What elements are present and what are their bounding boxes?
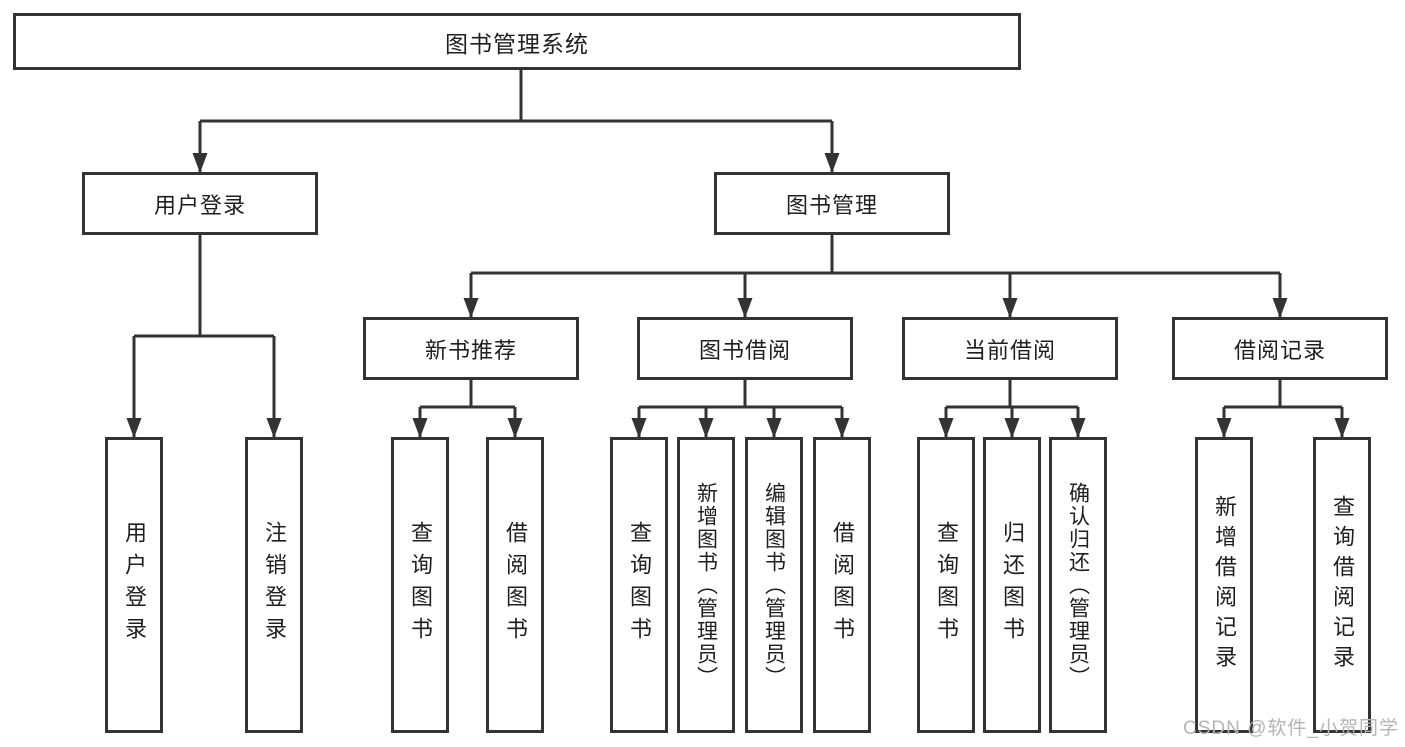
- leaf-label: 确认归还（管理员）: [1066, 481, 1090, 689]
- node-book-borrow: 图书借阅: [637, 317, 853, 380]
- leaf-logout-login: 注销登录: [245, 437, 303, 733]
- leaf-label: 查询图书: [408, 521, 433, 649]
- leaf-label: 新增借阅记录: [1212, 495, 1237, 675]
- leaf-borrow-books: 借阅图书: [486, 437, 544, 733]
- connector-root-to-level2: [200, 70, 832, 123]
- leaf-add-book-admin: 新增图书（管理员）: [677, 437, 735, 733]
- connector-current-borrow-children: [946, 380, 1078, 409]
- leaf-return-books: 归还图书: [983, 437, 1041, 733]
- leaf-query-books: 查询图书: [917, 437, 975, 733]
- node-new-book-recommend: 新书推荐: [363, 317, 579, 380]
- leaf-label: 编辑图书（管理员）: [762, 481, 786, 689]
- node-borrow-records: 借阅记录: [1172, 317, 1388, 380]
- node-book-management: 图书管理: [714, 172, 950, 235]
- node-label: 当前借阅: [963, 337, 1056, 363]
- node-current-borrow: 当前借阅: [902, 317, 1118, 380]
- leaf-user-login: 用户登录: [105, 437, 163, 733]
- leaf-borrow-books: 借阅图书: [813, 437, 871, 733]
- connector-new-book-children: [420, 380, 515, 409]
- node-label: 借阅记录: [1233, 337, 1326, 363]
- node-label: 用户登录: [153, 192, 246, 218]
- leaf-label: 新增图书（管理员）: [694, 481, 718, 689]
- node-label: 图书借阅: [698, 337, 791, 363]
- node-library-management-system: 图书管理系统: [13, 13, 1021, 70]
- node-label: 图书管理系统: [445, 30, 589, 57]
- leaf-label: 查询图书: [627, 521, 652, 649]
- leaf-label: 查询借阅记录: [1330, 495, 1355, 675]
- leaf-add-borrow-record: 新增借阅记录: [1195, 437, 1253, 733]
- leaf-label: 借阅图书: [830, 521, 855, 649]
- leaf-confirm-return-admin: 确认归还（管理员）: [1049, 437, 1107, 733]
- leaf-query-books: 查询图书: [391, 437, 449, 733]
- node-label: 新书推荐: [424, 337, 517, 363]
- leaf-label: 归还图书: [1000, 521, 1025, 649]
- leaf-query-books: 查询图书: [610, 437, 668, 733]
- connector-book-management-children: [471, 235, 1280, 275]
- leaf-label: 查询图书: [934, 521, 959, 649]
- node-label: 图书管理: [785, 192, 878, 218]
- connector-borrow-records-children: [1224, 380, 1342, 409]
- leaf-query-borrow-record: 查询借阅记录: [1313, 437, 1371, 733]
- node-user-login: 用户登录: [82, 172, 318, 235]
- leaf-label: 借阅图书: [503, 521, 528, 649]
- connector-user-login-children: [134, 235, 274, 338]
- leaf-label: 用户登录: [122, 521, 147, 649]
- leaf-edit-book-admin: 编辑图书（管理员）: [745, 437, 803, 733]
- leaf-label: 注销登录: [262, 521, 287, 649]
- connector-book-borrow-children: [639, 380, 842, 409]
- csdn-watermark: CSDN @软件_小贺同学: [1183, 718, 1399, 739]
